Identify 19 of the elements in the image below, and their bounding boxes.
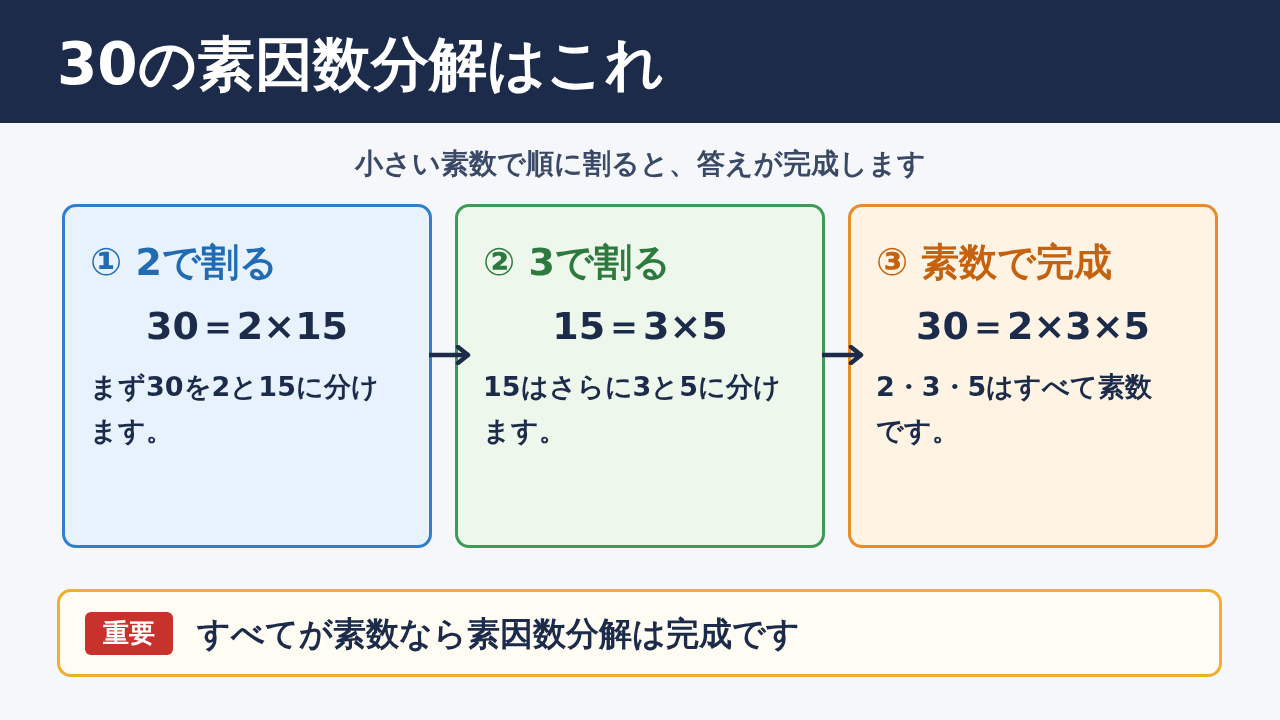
equation: 15＝3×5 [552, 303, 728, 350]
page-title: 30の素因数分解はこれ [57, 29, 664, 100]
arrow [822, 344, 864, 366]
step-heading: ② 3で割る [483, 239, 671, 286]
description: 15はさらに3と5に分けます。 [483, 370, 783, 448]
equation: 30＝2×3×5 [916, 303, 1150, 350]
subtitle: 小さい素数で順に割ると、答えが完成します [354, 146, 926, 182]
arrow [429, 344, 471, 366]
step-card [62, 204, 432, 548]
equation: 30＝2×15 [146, 303, 348, 350]
note-panel [57, 589, 1222, 677]
description: まず30を2と15に分けます。 [90, 370, 380, 448]
step-heading: ① 2で割る [90, 239, 278, 286]
step-heading: ③ 素数で完成 [876, 239, 1113, 286]
description: 2・3・5はすべて素数です。 [876, 370, 1154, 448]
step-card [848, 204, 1218, 548]
key-point: すべてが素数なら素因数分解は完成です [197, 613, 800, 655]
importance-tag: 重要 [85, 612, 173, 655]
step-card [455, 204, 825, 548]
